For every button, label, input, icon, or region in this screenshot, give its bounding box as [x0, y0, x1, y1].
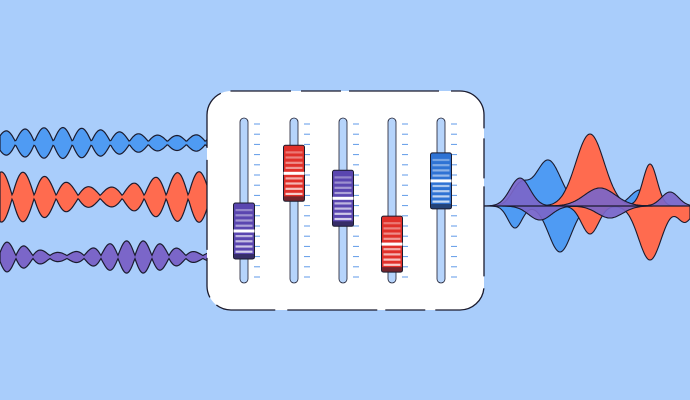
fader-knob-grip [235, 224, 253, 227]
fader-knob-grip [383, 253, 401, 256]
channel-3 [332, 117, 359, 284]
fader-knob-grip [432, 164, 450, 167]
channel-4 [381, 117, 408, 284]
fader-knob-grip [285, 192, 303, 195]
fader-knob-center-line [332, 196, 354, 200]
fader-knob-center-line [430, 179, 452, 183]
fader-knob-grip [334, 207, 352, 210]
fader-knob-grip [383, 258, 401, 261]
fader-knob-shadow [430, 203, 452, 209]
fader-knob-grip [334, 202, 352, 205]
output-waves [483, 133, 690, 261]
fader-knob-grip [285, 187, 303, 190]
fader-knob-grip [432, 195, 450, 198]
fader-knob-grip [235, 240, 253, 243]
fader-knob[interactable] [430, 152, 452, 210]
fader-knob-grip [383, 227, 401, 230]
fader-knob-grip [383, 232, 401, 235]
fader-ticks [304, 123, 310, 278]
mixer-channels [233, 117, 457, 284]
fader-knob-shadow [233, 254, 255, 259]
fader-knob-grip [285, 151, 303, 154]
fader-knob-grip [334, 181, 352, 184]
fader-knob-grip [235, 214, 253, 217]
fader-knob-grip [432, 158, 450, 162]
fader-knob[interactable] [283, 144, 305, 202]
fader-knob-grip [235, 219, 253, 222]
fader-knob[interactable] [381, 215, 403, 273]
fader-ticks [353, 123, 359, 278]
fader-knob-grip [383, 237, 401, 240]
fader-knob-grip [235, 245, 253, 248]
fader-knob-grip [383, 222, 401, 225]
fader-ticks [402, 123, 408, 278]
fader-knob-grip [432, 190, 450, 193]
fader-knob-grip [432, 184, 450, 188]
channel-5 [430, 117, 457, 284]
fader-knob-grip [235, 250, 253, 253]
fader-knob-grip [383, 248, 401, 251]
fader-knob-grip [432, 200, 450, 203]
fader-knob-center-line [381, 242, 403, 246]
fader-knob-grip [334, 212, 352, 215]
fader-knob-grip [285, 161, 303, 164]
fader-knob-grip [432, 174, 450, 177]
fader-knob-grip [285, 177, 303, 180]
fader-knob[interactable] [233, 202, 255, 260]
fader-knob-grip [285, 182, 303, 185]
fader-knob-shadow [332, 221, 354, 227]
fader-knob-grip [334, 217, 352, 221]
fader-knob-grip [383, 263, 401, 266]
fader-knob-shadow [283, 196, 305, 202]
fader-knob-center-line [283, 171, 305, 175]
fader-knob[interactable] [332, 169, 354, 227]
fader-knob-grip [235, 235, 253, 238]
fader-knob-grip [285, 156, 303, 159]
fader-knob-shadow [381, 267, 403, 273]
fader-knob-grip [432, 169, 450, 172]
channel-1 [233, 117, 260, 284]
fader-knob-grip [334, 186, 352, 189]
fader-knob-grip [285, 166, 303, 169]
fader-knob-grip [334, 176, 352, 179]
fader-knob-grip [334, 191, 352, 195]
channel-2 [283, 117, 310, 284]
fader-knob-center-line [233, 229, 255, 233]
fader-knob-grip [235, 209, 253, 212]
